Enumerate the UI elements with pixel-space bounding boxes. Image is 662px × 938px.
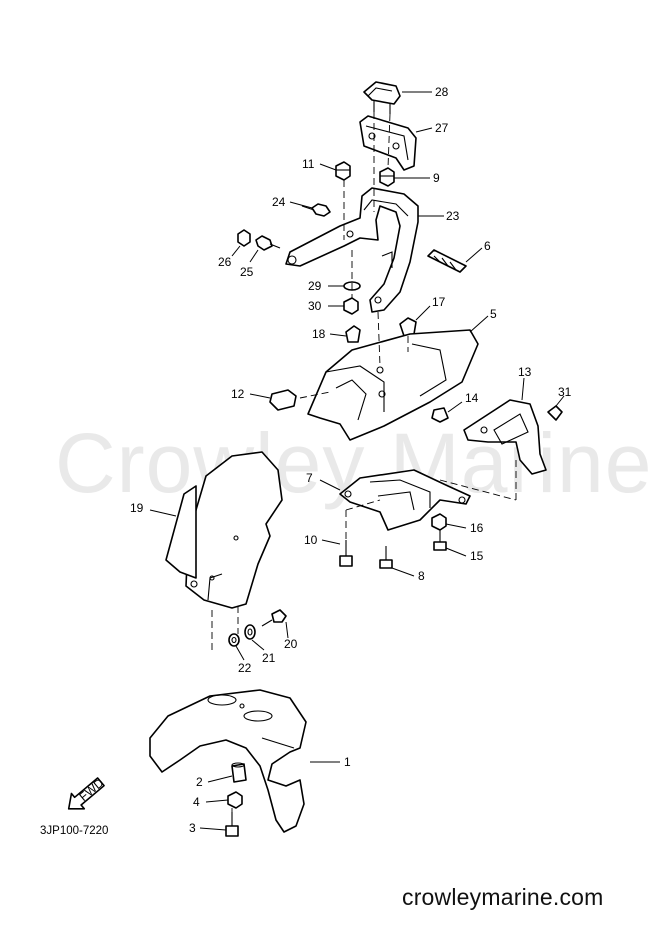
callout-10: 10 [304,533,318,547]
callout-21: 21 [262,651,276,665]
callout-26: 26 [218,255,232,269]
callout-29: 29 [308,279,322,293]
part-26-nut [237,229,251,247]
callout-30: 30 [308,299,322,313]
part-14-grommet [431,407,449,423]
callout-1: 1 [344,755,351,769]
part-20-bolt [261,609,287,627]
part-17-clip [399,317,417,337]
callout-8: 8 [418,569,425,583]
part-31-reflector [547,405,563,421]
callout-31: 31 [558,385,572,399]
diagram-code: 3JP100-7220 [40,825,109,837]
callout-7: 7 [306,471,313,485]
part-1-front-fender [149,689,307,833]
part-16-nut [431,513,447,531]
part-23-grab-bar [285,187,419,313]
part-28-bracket [363,81,401,114]
callout-17: 17 [432,295,446,309]
callout-4: 4 [193,795,200,809]
part-9-nut [379,167,395,187]
part-3-bolt [225,812,239,837]
callout-22: 22 [238,661,252,675]
part-24-bolt [301,203,331,217]
part-5-rear-fender [307,329,479,441]
callout-18: 18 [312,327,326,341]
part-12-connector [269,389,297,411]
part-8-bolt [379,546,393,569]
callout-9: 9 [433,171,440,185]
callout-27: 27 [435,121,449,135]
callout-3: 3 [189,821,196,835]
assembly-lines [211,112,517,812]
callout-20: 20 [284,637,298,651]
part-10-bolt [339,540,353,567]
callout-12: 12 [231,387,245,401]
part-21-washer [244,624,256,640]
callout-2: 2 [196,775,203,789]
part-19-inner-fender [165,451,283,609]
part-30-nut [343,297,359,315]
part-13-bracket [463,399,547,475]
part-22-washer [228,633,240,647]
part-18-clip [345,325,361,343]
part-4-nut [227,791,243,809]
fwd-label: FWD [76,775,106,804]
site-url[interactable]: crowleymarine.com [402,884,604,910]
part-2-collar [231,762,247,783]
part-6-decal [427,249,467,273]
callout-25: 25 [240,265,254,279]
callout-5: 5 [490,307,497,321]
callout-23: 23 [446,209,460,223]
callout-28: 28 [435,85,449,99]
callout-11: 11 [302,157,315,171]
part-15-bolt [433,530,447,551]
callout-19: 19 [130,501,144,515]
part-11-nut [335,161,351,181]
fwd-arrow-icon: FWD [67,775,107,810]
callout-14: 14 [465,391,479,405]
callout-6: 6 [484,239,491,253]
part-25-bolt [255,235,281,251]
part-7-bracket [339,469,471,531]
callout-16: 16 [470,521,484,535]
callout-labels: 28 27 11 9 24 23 6 26 25 29 30 17 18 5 1… [130,85,572,835]
callout-13: 13 [518,365,532,379]
callout-24: 24 [272,195,286,209]
callout-15: 15 [470,549,484,563]
leader-lines [149,91,565,831]
